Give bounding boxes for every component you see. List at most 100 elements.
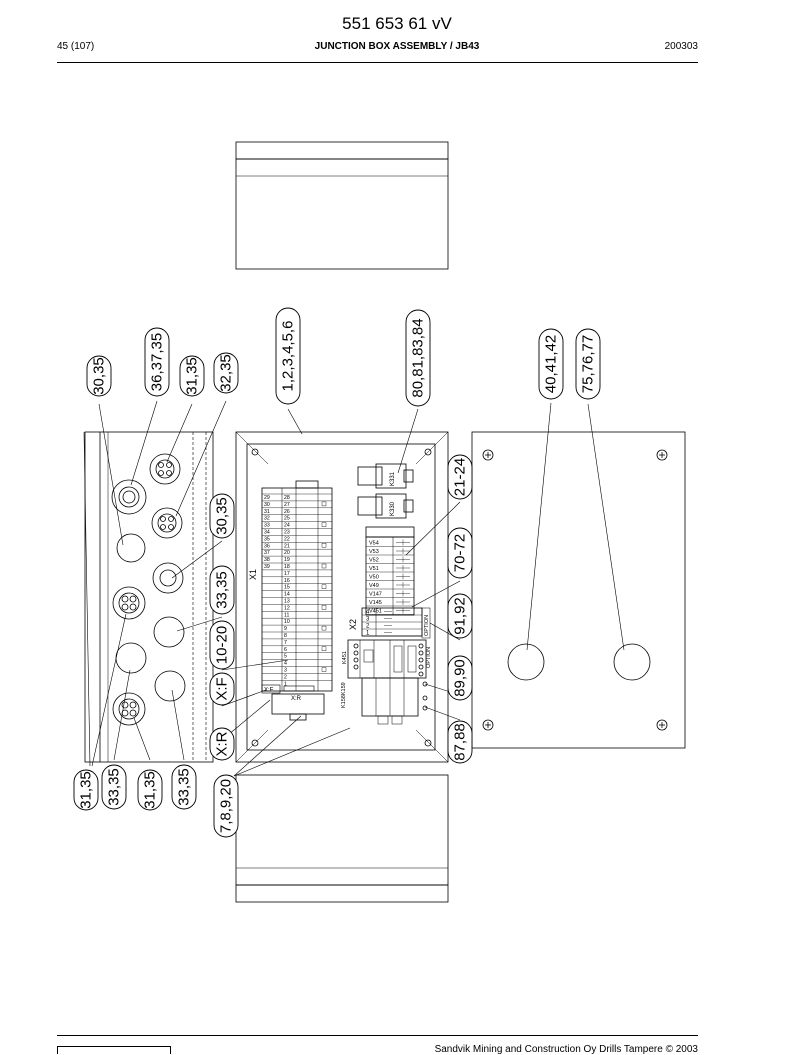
relay-k330: K330 — [357, 493, 414, 519]
callout-balloon: 31,35 — [73, 769, 99, 811]
callout-text: 32,35 — [218, 354, 235, 392]
x1-right-terminal: 26 — [284, 509, 290, 515]
xf-label: X:F — [264, 688, 274, 694]
lid-top-view — [235, 141, 449, 270]
diode-label: V49 — [369, 583, 379, 589]
callout-text: 80,81,83,84 — [410, 318, 427, 397]
callout-text: 89,90 — [452, 659, 469, 697]
page-number: 45 (107) — [57, 41, 95, 52]
x1-right-terminal: 10 — [284, 619, 290, 625]
x1-right-terminal: 17 — [284, 571, 290, 577]
callout-balloon: 70-72 — [447, 527, 473, 579]
x1-right-terminal: 3 — [284, 668, 287, 674]
callout-text: 40,41,42 — [543, 335, 560, 393]
page-title: JUNCTION BOX ASSEMBLY / JB43 — [314, 41, 480, 52]
x2-label: X2 — [348, 619, 358, 630]
callout-text: 30,35 — [214, 497, 231, 535]
cable-gland-small — [152, 562, 184, 594]
cable-gland-plug — [115, 642, 147, 674]
x1-right-terminal: 18 — [284, 564, 290, 570]
callout-balloon: 10-20 — [209, 620, 235, 670]
callout-balloon: 33,35 — [101, 764, 127, 810]
cable-gland-multicore — [149, 453, 181, 485]
document-date: 200303 — [664, 41, 698, 52]
x1-left-terminal: 39 — [264, 564, 270, 570]
cable-gland-multicore — [112, 692, 146, 726]
x1-left-terminal: 35 — [264, 536, 270, 542]
connector-xr: X:R — [271, 685, 325, 721]
leader-lines — [83, 400, 625, 777]
x1-label: X1 — [248, 569, 258, 580]
document-number: 551 653 61 vV — [342, 14, 452, 33]
callout-balloon: 32,35 — [213, 352, 239, 394]
callout-text: 7,8,9,20 — [218, 779, 235, 833]
diode-label: V50 — [369, 575, 379, 581]
callout-text: 36,37,35 — [149, 333, 166, 391]
x1-right-terminal: 16 — [284, 578, 290, 584]
x1-right-terminal: 24 — [284, 523, 290, 529]
x1-right-terminal: 12 — [284, 605, 290, 611]
callout-balloon: 31,35 — [137, 769, 163, 811]
x1-left-terminal: 29 — [264, 495, 270, 501]
callout-balloon: 33,35 — [171, 764, 197, 810]
callout-text: X:F — [214, 677, 231, 700]
callout-text: X:R — [214, 731, 231, 756]
k451-label: K451 — [342, 651, 348, 664]
callout-balloon: 30,35 — [86, 355, 112, 397]
header-rule — [57, 62, 698, 63]
x1-right-terminal: 5 — [284, 654, 287, 660]
diode-label: V147 — [369, 592, 382, 598]
x1-right-terminal: 11 — [284, 612, 289, 618]
callout-balloon: 36,37,35 — [144, 327, 170, 397]
x1-left-terminal: 37 — [264, 550, 270, 556]
x1-left-terminal: 30 — [264, 502, 270, 508]
callout-balloon: 1,2,3,4,5,6 — [275, 307, 301, 405]
callout-text: 31,35 — [142, 771, 159, 809]
x2-terminal: 4 — [366, 610, 370, 616]
callout-text: 33,35 — [176, 768, 193, 806]
x2-terminal: 1 — [366, 631, 370, 637]
callout-text: 30,35 — [91, 357, 108, 395]
x1-left-terminal: 38 — [264, 557, 270, 563]
callout-balloon: 31,35 — [179, 355, 205, 397]
footer-copyright: Sandvik Mining and Construction Oy Drill… — [434, 1044, 698, 1055]
callout-balloon: 87,88 — [447, 720, 473, 764]
footer-rule — [57, 1035, 698, 1036]
diode-label: V51 — [369, 566, 379, 572]
cable-entry-hole — [613, 643, 651, 681]
callout-balloon: 91,92 — [447, 593, 473, 639]
callout-balloon: 89,90 — [447, 655, 473, 701]
callout-text: 1,2,3,4,5,6 — [280, 321, 297, 392]
mounting-screw — [656, 449, 668, 461]
x1-right-terminal: 21 — [284, 543, 290, 549]
x1-right-terminal: 22 — [284, 536, 290, 542]
x1-right-terminal: 1 — [284, 681, 287, 687]
junction-box-enclosure — [235, 431, 449, 763]
x1-right-terminal: 4 — [284, 661, 287, 667]
x1-right-terminal: 7 — [284, 640, 287, 646]
diode-label: V52 — [369, 558, 379, 564]
callout-text: 10-20 — [214, 626, 231, 664]
x1-right-terminal: 15 — [284, 585, 290, 591]
callout-balloon: 21-24 — [447, 454, 473, 500]
callout-balloon: 30,35 — [209, 493, 235, 539]
callout-balloon: X:R — [209, 727, 235, 761]
x1-right-terminal: 2 — [284, 674, 287, 680]
relay-block-k451: K451 OPTION — [342, 639, 432, 679]
x1-right-terminal: 19 — [284, 557, 290, 563]
diode-label: V53 — [369, 549, 379, 555]
callout-text: 70-72 — [452, 534, 469, 572]
x1-right-terminal: 14 — [284, 592, 290, 598]
x1-right-terminal: 27 — [284, 502, 290, 508]
mounting-screw — [482, 719, 494, 731]
k330-label: K330 — [390, 501, 396, 516]
option-bottom-label: OPTION — [426, 647, 432, 668]
callout-text: 21-24 — [452, 458, 469, 496]
callout-text: 87,88 — [452, 723, 469, 761]
connector-xf: X:F — [261, 684, 281, 694]
lid-bottom-view — [235, 774, 449, 903]
diode-label: V54 — [369, 541, 379, 547]
